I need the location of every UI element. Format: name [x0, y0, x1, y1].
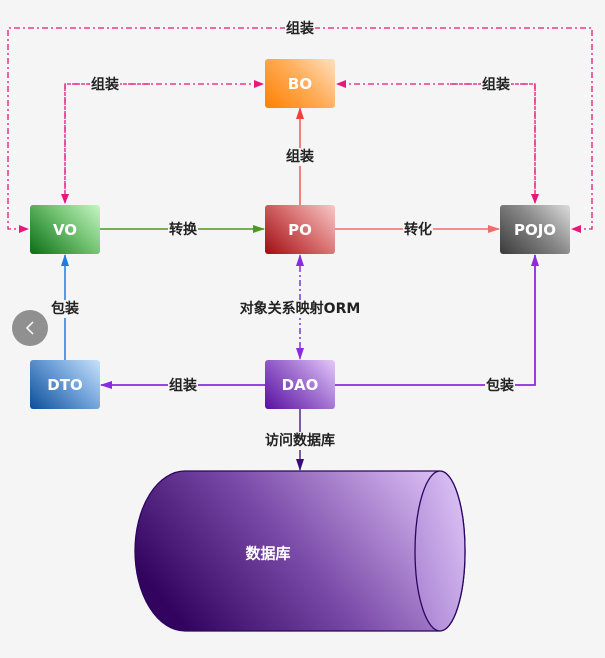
back-button[interactable] [12, 310, 48, 346]
edge-outer-vo [7, 27, 300, 233]
edge-label-outer: 组装 [285, 20, 315, 38]
node-database-label: 数据库 [245, 544, 291, 563]
chevron-left-icon [25, 321, 34, 335]
node-dto-label: DTO [47, 375, 83, 394]
node-bo[interactable]: BO [265, 59, 335, 108]
edge-dao-pojo [335, 254, 539, 386]
node-dao-label: DAO [281, 375, 319, 394]
database-cylinder-cap [414, 470, 466, 632]
edge-label-po-pojo: 转化 [403, 221, 433, 239]
node-pojo[interactable]: POJO [500, 205, 570, 254]
node-pojo-label: POJO [513, 220, 557, 239]
edge-outer-pojo [300, 27, 593, 233]
edge-label-vo-bo: 组装 [90, 76, 120, 94]
node-bo-label: BO [287, 74, 313, 93]
edge-pojo-bo-down [450, 83, 539, 204]
edge-label-po-bo: 组装 [285, 148, 315, 166]
edge-label-vo-po: 转换 [168, 221, 198, 239]
edge-label-dao-dto: 组装 [168, 377, 198, 395]
edge-pojo-bo-left [336, 80, 536, 203]
node-vo[interactable]: VO [30, 205, 100, 254]
edge-vo-bo-down [61, 83, 150, 204]
node-po-label: PO [288, 220, 312, 239]
node-po[interactable]: PO [265, 205, 335, 254]
node-vo-label: VO [52, 220, 78, 239]
edge-label-pojo-bo: 组装 [481, 76, 511, 94]
node-dto[interactable]: DTO [30, 360, 100, 409]
edge-vo-bo-left [64, 80, 264, 203]
node-dao[interactable]: DAO [265, 360, 335, 409]
edge-label-dao-pojo: 包装 [485, 377, 515, 395]
edge-label-dto-vo: 包装 [50, 300, 80, 318]
edge-label-dao-db: 访问数据库 [264, 432, 336, 450]
edge-label-orm: 对象关系映射ORM [238, 300, 362, 318]
